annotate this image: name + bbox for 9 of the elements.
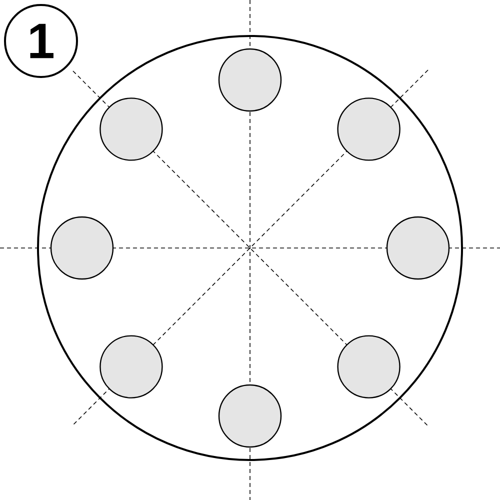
bolt-hole — [337, 98, 400, 161]
bolt-hole — [337, 335, 400, 398]
bolt-hole — [50, 216, 114, 280]
bolt-hole — [218, 48, 282, 112]
bolt-hole — [386, 216, 450, 280]
callout-number: 1 — [4, 4, 78, 78]
bolt-hole — [100, 98, 163, 161]
bolt-hole — [100, 335, 163, 398]
bolt-hole — [218, 384, 282, 448]
